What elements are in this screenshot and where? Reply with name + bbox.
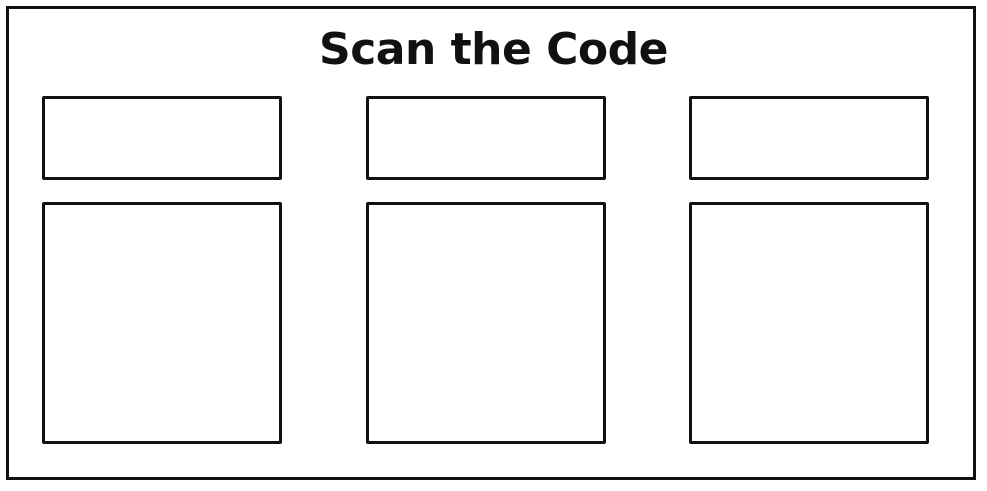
label-box-1 bbox=[42, 96, 282, 180]
page-title: Scan the Code bbox=[319, 24, 668, 75]
code-box-3 bbox=[689, 202, 929, 444]
code-box-2 bbox=[366, 202, 606, 444]
label-box-3 bbox=[689, 96, 929, 180]
code-box-1 bbox=[42, 202, 282, 444]
label-box-2 bbox=[366, 96, 606, 180]
